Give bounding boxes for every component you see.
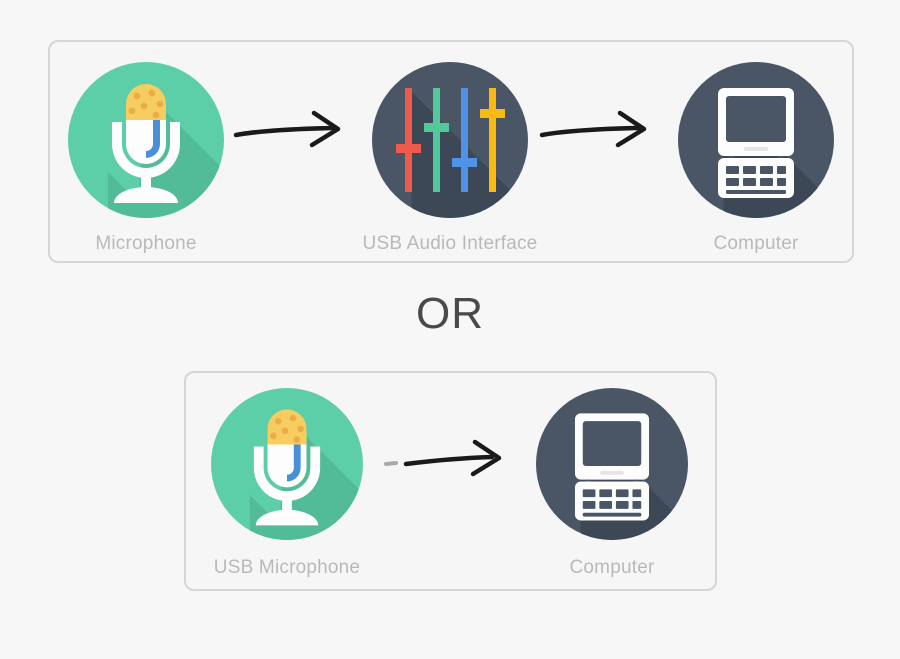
node-label-computer-2: Computer xyxy=(569,557,655,578)
arrow-mic-to-interface xyxy=(232,106,356,158)
node-label-microphone: Microphone xyxy=(95,233,197,254)
microphone-icon xyxy=(211,388,363,540)
node-label-usb-audio-interface: USB Audio Interface xyxy=(362,233,538,254)
node-usb-microphone[interactable]: USB Microphone xyxy=(211,388,363,577)
node-microphone[interactable]: Microphone xyxy=(68,62,224,253)
arrow-usbmic-to-computer xyxy=(382,432,516,486)
arrow-interface-to-computer xyxy=(538,106,662,158)
node-computer-2[interactable]: Computer xyxy=(536,388,688,577)
microphone-icon xyxy=(68,62,224,218)
node-label-computer: Computer xyxy=(713,233,799,254)
node-computer[interactable]: Computer xyxy=(678,62,834,253)
mixer-faders-icon xyxy=(372,62,528,218)
node-usb-audio-interface[interactable]: USB Audio Interface xyxy=(363,62,537,253)
laptop-computer-icon xyxy=(678,62,834,218)
laptop-computer-icon xyxy=(536,388,688,540)
node-label-usb-microphone: USB Microphone xyxy=(213,557,361,578)
or-separator-label: OR xyxy=(416,289,484,338)
